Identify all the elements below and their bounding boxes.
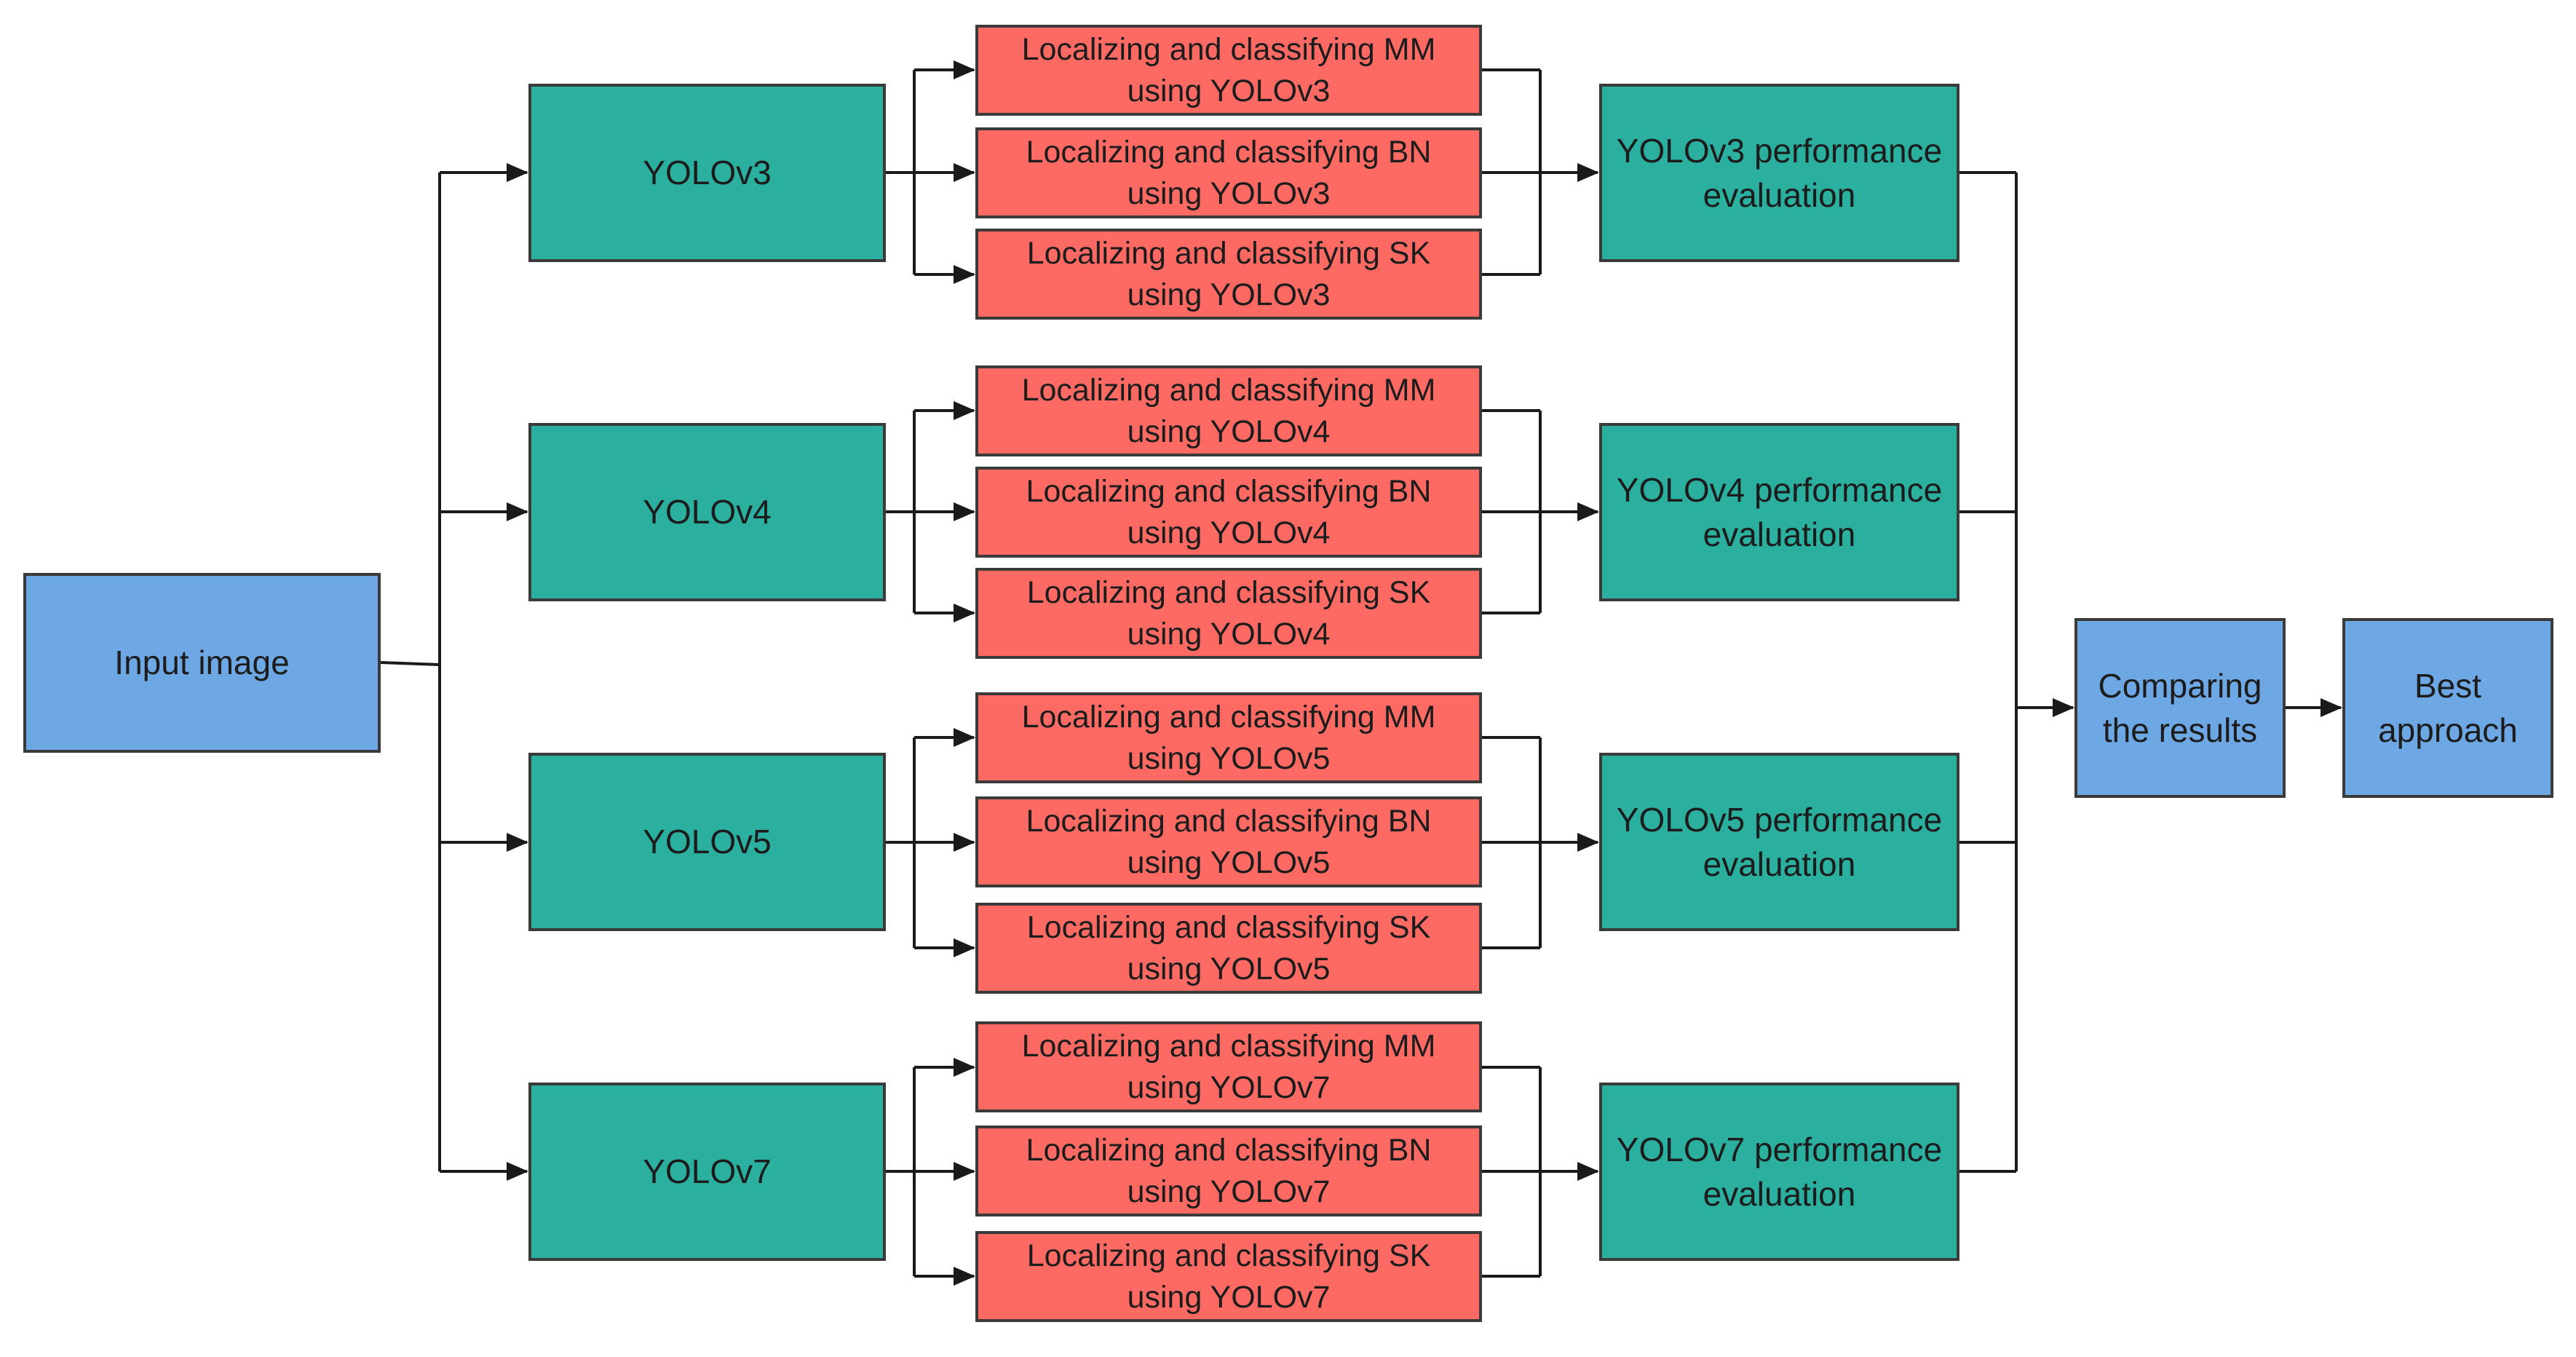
yolov5-evaluation-label: YOLOv5 performance evaluation bbox=[1616, 800, 1943, 883]
yolov3-sk-task-label: Localizing and classifying SK using YOLO… bbox=[1026, 235, 1431, 312]
yolov3-bn-task-box: Localizing and classifying BN using YOLO… bbox=[975, 127, 1482, 218]
yolov4-model-box: YOLOv4 bbox=[528, 423, 886, 601]
yolov4-mm-task-label: Localizing and classifying MM using YOLO… bbox=[1021, 372, 1436, 449]
comparing-results-box: Comparing the results bbox=[2074, 618, 2286, 798]
yolov3-bn-task-label: Localizing and classifying BN using YOLO… bbox=[1026, 134, 1432, 211]
yolov4-sk-task-label: Localizing and classifying SK using YOLO… bbox=[1026, 574, 1431, 652]
yolov5-sk-task-box: Localizing and classifying SK using YOLO… bbox=[975, 903, 1482, 994]
yolov7-model-box: YOLOv7 bbox=[528, 1083, 886, 1261]
yolov3-mm-task-box: Localizing and classifying MM using YOLO… bbox=[975, 25, 1482, 116]
yolov4-mm-task-box: Localizing and classifying MM using YOLO… bbox=[975, 365, 1482, 456]
yolov5-evaluation-box: YOLOv5 performance evaluation bbox=[1599, 753, 1959, 931]
yolov5-model-box: YOLOv5 bbox=[528, 753, 886, 931]
yolov7-model-label: YOLOv7 bbox=[643, 1152, 772, 1191]
yolov3-evaluation-box: YOLOv3 performance evaluation bbox=[1599, 84, 1959, 262]
yolov5-mm-task-label: Localizing and classifying MM using YOLO… bbox=[1021, 699, 1436, 776]
yolov7-evaluation-label: YOLOv7 performance evaluation bbox=[1616, 1130, 1943, 1213]
input-to-trunk-connector bbox=[380, 661, 440, 666]
yolov7-mm-task-label: Localizing and classifying MM using YOLO… bbox=[1021, 1028, 1436, 1105]
yolov5-bn-task-label: Localizing and classifying BN using YOLO… bbox=[1026, 803, 1432, 880]
yolov3-model-box: YOLOv3 bbox=[528, 84, 886, 262]
yolov4-sk-task-box: Localizing and classifying SK using YOLO… bbox=[975, 568, 1482, 659]
best-approach-label: Best approach bbox=[2378, 666, 2518, 749]
yolov5-model-label: YOLOv5 bbox=[643, 823, 772, 861]
yolov7-evaluation-box: YOLOv7 performance evaluation bbox=[1599, 1083, 1959, 1261]
yolov5-mm-task-box: Localizing and classifying MM using YOLO… bbox=[975, 692, 1482, 783]
yolov4-model-label: YOLOv4 bbox=[643, 493, 772, 531]
yolov7-sk-task-label: Localizing and classifying SK using YOLO… bbox=[1026, 1238, 1431, 1315]
input-image-label: Input image bbox=[114, 644, 290, 682]
input-image-box: Input image bbox=[23, 573, 381, 753]
yolov4-evaluation-label: YOLOv4 performance evaluation bbox=[1616, 470, 1943, 553]
yolov4-evaluation-box: YOLOv4 performance evaluation bbox=[1599, 423, 1959, 601]
yolov3-sk-task-box: Localizing and classifying SK using YOLO… bbox=[975, 229, 1482, 320]
best-approach-box: Best approach bbox=[2342, 618, 2553, 798]
yolov7-mm-task-box: Localizing and classifying MM using YOLO… bbox=[975, 1021, 1482, 1112]
yolov5-bn-task-box: Localizing and classifying BN using YOLO… bbox=[975, 796, 1482, 887]
yolov7-bn-task-box: Localizing and classifying BN using YOLO… bbox=[975, 1125, 1482, 1216]
yolov3-model-label: YOLOv3 bbox=[643, 154, 772, 192]
yolov7-sk-task-box: Localizing and classifying SK using YOLO… bbox=[975, 1231, 1482, 1322]
yolov4-bn-task-label: Localizing and classifying BN using YOLO… bbox=[1026, 473, 1432, 550]
yolov7-bn-task-label: Localizing and classifying BN using YOLO… bbox=[1026, 1132, 1432, 1209]
yolov4-bn-task-box: Localizing and classifying BN using YOLO… bbox=[975, 467, 1482, 558]
yolov5-sk-task-label: Localizing and classifying SK using YOLO… bbox=[1026, 909, 1431, 986]
yolov3-evaluation-label: YOLOv3 performance evaluation bbox=[1616, 131, 1943, 214]
yolov3-mm-task-label: Localizing and classifying MM using YOLO… bbox=[1021, 31, 1436, 108]
comparing-results-label: Comparing the results bbox=[2098, 666, 2262, 749]
